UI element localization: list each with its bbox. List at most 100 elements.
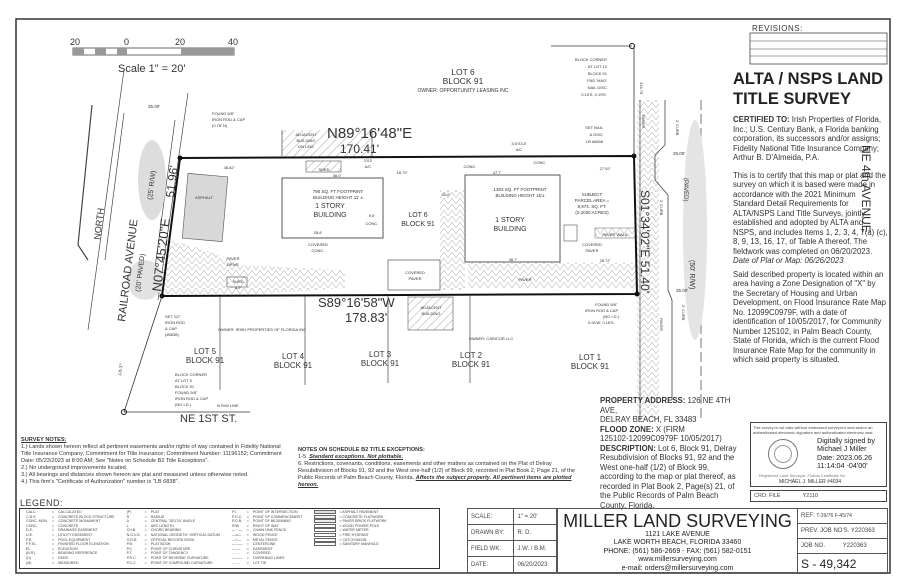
dim-label: 25.00' [676, 288, 688, 293]
svg-text:PARCEL AREA =: PARCEL AREA = [575, 198, 610, 203]
road-paving [138, 140, 166, 220]
paved-label: (PAVED) [682, 178, 688, 201]
block-label: BLOCK 91 [443, 76, 484, 86]
svg-text:36.7': 36.7' [509, 257, 518, 262]
svg-text:(NO I.D.): (NO I.D.) [175, 402, 192, 407]
svg-text:LOT 3: LOT 3 [369, 350, 392, 359]
svg-text:BUILDING: BUILDING [297, 138, 316, 143]
south-distance: 178.83' [345, 310, 387, 325]
railroad-avenue-lines [77, 69, 189, 331]
svg-text:BLOCK 91: BLOCK 91 [452, 360, 491, 369]
west-distance: 51.96' [163, 165, 181, 199]
ne-4th-avenue-label: NE 4th AVENUE [859, 145, 873, 233]
sheet-border [15, 18, 891, 574]
legend-swatch [314, 523, 337, 528]
signature-box: This survey is not valid without embosse… [750, 422, 887, 487]
svg-text:BLOCK 91: BLOCK 91 [588, 71, 608, 76]
svg-text:BLOCK 91: BLOCK 91 [401, 221, 435, 228]
scale-tick: 0 [124, 37, 129, 47]
svg-text:NAIL DISC: NAIL DISC [588, 85, 608, 90]
svg-text:8.2': 8.2' [235, 285, 242, 290]
paver-label: PAVER [659, 318, 664, 331]
found-nw-note: FOUND 5/8"IRON ROD & CAP(0.78' N) [212, 111, 245, 128]
svg-text:ASPHALT: ASPHALT [195, 195, 213, 200]
svg-text:(#6838): (#6838) [165, 332, 179, 337]
dim-label: 25.00' [148, 104, 160, 109]
certified-to: CERTIFIED TO: Irish Properties of Florid… [733, 115, 882, 162]
dim-label: 126.37' [117, 362, 124, 376]
revisions-table: REVISIONS: [749, 24, 888, 65]
svg-text:COVERED: COVERED [308, 242, 328, 247]
svg-text:LOT 6: LOT 6 [408, 212, 427, 219]
legend-title: LEGEND: [20, 498, 64, 508]
surveyor-seal [768, 439, 798, 469]
svg-text:790 SQ. FT FOOTPRINT: 790 SQ. FT FOOTPRINT [313, 189, 364, 194]
svg-text:PAVER: PAVER [409, 276, 422, 281]
legend-swatch [314, 528, 337, 533]
tie-line [123, 295, 163, 413]
svg-text:(NO I.D.): (NO I.D.) [603, 314, 620, 319]
ne-1st-st-label: NE 1ST ST. [180, 413, 237, 425]
west-rw: (25' R/W) [147, 170, 158, 200]
svg-text:BLOCK CORNER: BLOCK CORNER [175, 372, 207, 377]
svg-text:3'X3': 3'X3' [364, 158, 373, 163]
svg-text:SHED: SHED [318, 167, 329, 172]
ne-4th-rw: (50' R/W) [688, 260, 695, 289]
dim-label: 316.75' [639, 82, 644, 95]
company-email: e-mail: orders@millersurveying.com [621, 564, 734, 572]
svg-text:OWNER: CARICOR LLC: OWNER: CARICOR LLC [469, 336, 514, 341]
signature-notice: This survey is not valid without embosse… [753, 425, 874, 435]
svg-text:LOT 1: LOT 1 [579, 353, 602, 362]
curb-label: 2' CURB [675, 120, 680, 136]
svg-text:1 STORY: 1 STORY [315, 203, 345, 210]
curb-label: 2' CURB [659, 200, 664, 216]
svg-text:38.0': 38.0' [333, 173, 342, 178]
svg-text:BLOCK 91: BLOCK 91 [274, 361, 313, 370]
svg-text:SET NAIL: SET NAIL [585, 125, 603, 130]
found-se-note: FOUND 5/8"IRON ROD & CAP(NO I.D.)0.94'W,… [585, 302, 620, 325]
covered-paver [387, 259, 441, 291]
scale-tick: 20 [175, 37, 185, 47]
svg-text:IRON ROD & CAP: IRON ROD & CAP [212, 117, 245, 122]
road-paving [127, 260, 163, 300]
east-bearing: S01°34'02"E 51.40' [638, 190, 652, 293]
asphalt-area [181, 173, 229, 242]
svg-text:BLOCK CORNER: BLOCK CORNER [575, 57, 607, 62]
legend-swatch [314, 510, 337, 515]
svg-text:ADJACENT: ADJACENT [420, 305, 442, 310]
svg-text:BUILDING HEIGHT 11' ±: BUILDING HEIGHT 11' ± [313, 195, 363, 200]
svg-text:18.79': 18.79' [397, 170, 408, 175]
lot-label: LOT 6 [451, 67, 475, 77]
lot-lines [219, 130, 471, 390]
svg-text:27.92': 27.92' [600, 166, 611, 171]
covered-paver [563, 224, 578, 242]
scale-tick: 40 [228, 37, 238, 47]
svg-text:LOT 5: LOT 5 [194, 347, 217, 356]
svg-text:(0.78' N): (0.78' N) [212, 123, 228, 128]
svg-text:REVISIONS:: REVISIONS: [752, 24, 803, 33]
svg-text:AT LOT 5: AT LOT 5 [175, 378, 193, 383]
svg-text:CONC.: CONC. [464, 164, 477, 169]
svg-text:0.94'W, 0.16'S.: 0.94'W, 0.16'S. [588, 320, 615, 325]
paver-area [440, 190, 465, 290]
legend-swatch [314, 537, 337, 542]
svg-text:3.5'X3.5': 3.5'X3.5' [511, 141, 527, 146]
title-block-info: SCALE:1" = 20' DRAWN BY:R. D. FIELD WK:J… [466, 508, 557, 573]
adjacent-building-bottom [407, 296, 454, 331]
svg-text:BLOCK 91: BLOCK 91 [186, 356, 225, 365]
svg-text:LOT 4: LOT 4 [282, 352, 305, 361]
svg-text:ON LINE: ON LINE [298, 144, 314, 149]
survey-notes: SURVEY NOTES: 1.) Lands shown hereon ref… [21, 437, 282, 485]
